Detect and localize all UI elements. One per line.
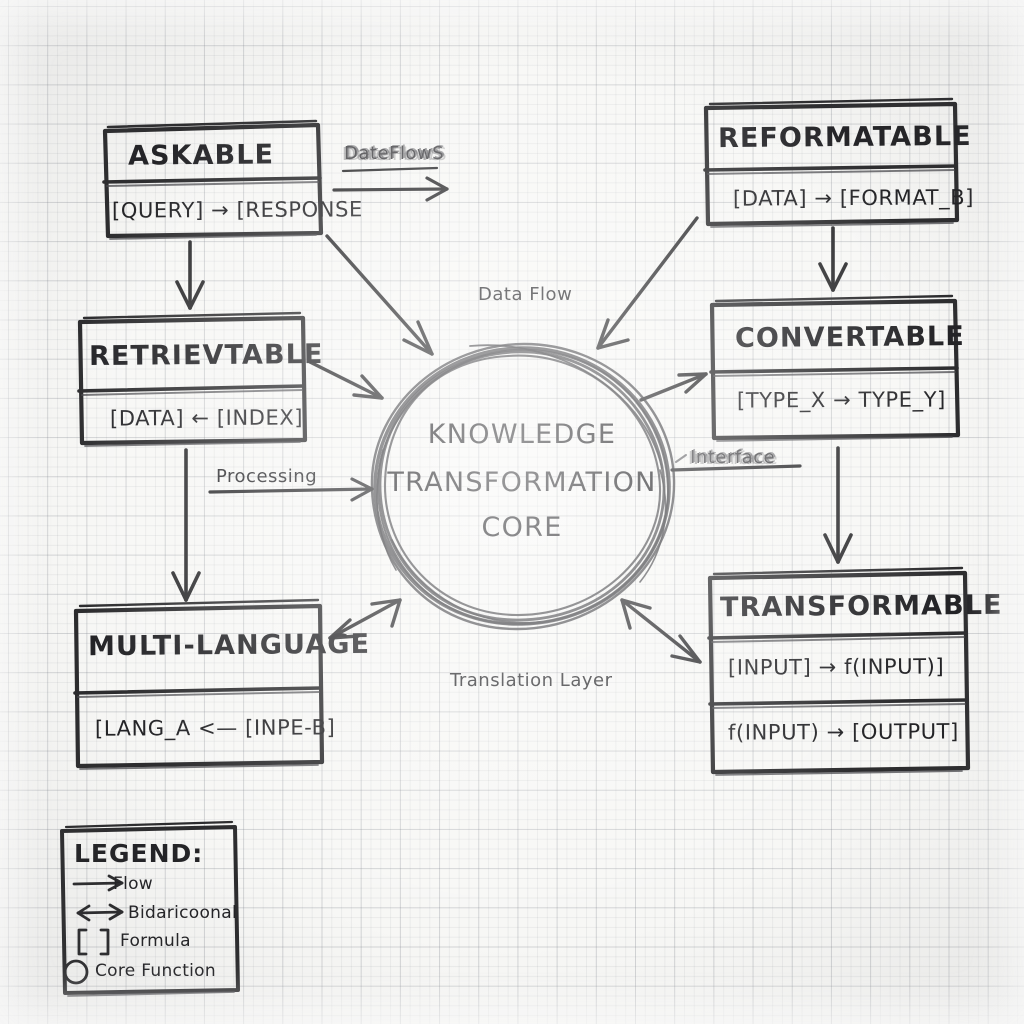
legend-item-formula-label: Formula xyxy=(120,931,191,951)
edge-label-data-flow-smudged: DateFlowS xyxy=(344,143,445,164)
box-transformable-title: TRANSFORMABLE xyxy=(719,589,1003,624)
core-line-0: KNOWLEDGE xyxy=(427,419,617,450)
box-reformatable-title: REFORMATABLE xyxy=(717,120,972,155)
edge-label-interface-smudged: Interface xyxy=(690,447,776,468)
core-line-1: TRANSFORMATION xyxy=(387,467,657,498)
arrow-askable-to-core xyxy=(325,234,434,356)
arrow-core-transformable-bidirectional xyxy=(620,598,702,664)
legend-title: LEGEND: xyxy=(74,839,204,868)
arrow-retrievtable-to-multi-language xyxy=(171,448,201,602)
box-askable-title: ASKABLE xyxy=(127,139,275,172)
edge-label-translation-layer: Translation Layer xyxy=(450,670,613,691)
legend-bracket-formula-icon xyxy=(77,928,110,956)
box-multi-language-row-0: [LANG_A <— [INPE-B] xyxy=(94,715,336,741)
arrow-convertable-to-transformable xyxy=(823,446,853,564)
box-transformable-row-0: [INPUT] → f(INPUT)] xyxy=(727,654,945,680)
box-convertable-title: CONVERTABLE xyxy=(734,320,965,355)
box-multi-language-title: MULTI-LANGUAGE xyxy=(87,628,371,663)
arrow-data-flow-top xyxy=(332,166,449,202)
core-line-2: CORE xyxy=(481,512,563,543)
box-multi-language-outline xyxy=(73,598,325,770)
edge-label-data-flow: Data Flow xyxy=(478,284,573,305)
box-reformatable-row-0: [DATA] → [FORMAT_B] xyxy=(732,185,975,211)
legend-item-flow-label: Flow xyxy=(113,874,154,894)
box-retrievtable-row-0: [DATA] ← [INDEX] xyxy=(109,405,304,431)
box-retrievtable-title: RETRIEVTABLE xyxy=(88,338,324,373)
legend-circle-core-icon xyxy=(63,959,89,985)
box-askable-row-0: [QUERY] → [RESPONSE xyxy=(111,197,363,223)
box-convertable-outline xyxy=(709,294,961,442)
arrow-reformatable-to-core xyxy=(596,216,699,350)
legend-arrow-bidirectional-icon xyxy=(76,903,124,922)
arrow-askable-to-retrievtable xyxy=(175,240,205,310)
box-transformable-row-1: f(INPUT) → [OUTPUT] xyxy=(727,719,959,745)
arrow-reformatable-to-convertable xyxy=(818,226,848,292)
box-convertable-row-0: [TYPE_X → TYPE_Y] xyxy=(736,387,946,413)
arrow-core-to-convertable xyxy=(639,372,708,402)
edge-label-processing: Processing xyxy=(216,466,318,487)
legend-item-core-function-label: Core Function xyxy=(95,961,216,981)
legend-item-bidirectional-label: Bidaricoonal xyxy=(128,903,237,923)
